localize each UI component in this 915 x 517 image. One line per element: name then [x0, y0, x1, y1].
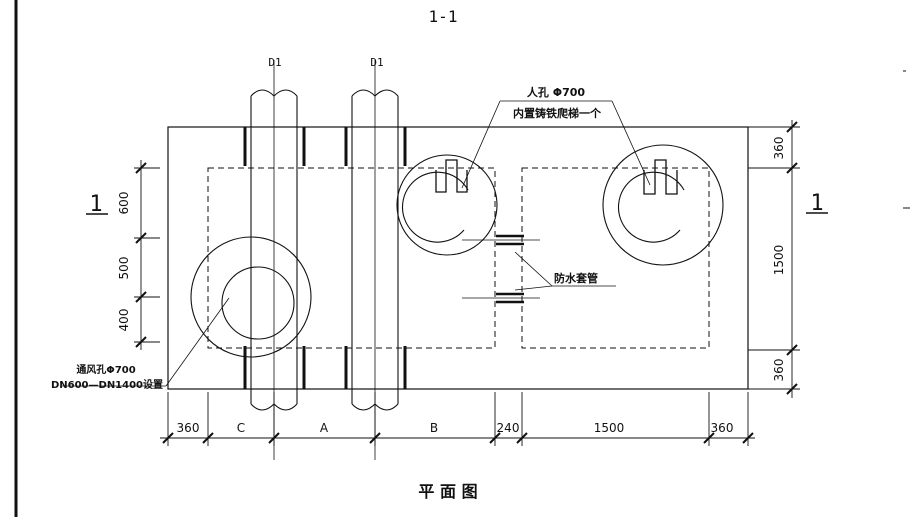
dim-right-1500: 1500 [772, 245, 786, 276]
waterproof-sleeves [462, 234, 540, 304]
svg-text:DN600—DN1400设置: DN600—DN1400设置 [51, 378, 163, 391]
dim-bottom-1500: 1500 [594, 421, 625, 435]
dim-bottom-b: B [430, 421, 438, 435]
dim-bottom-240: 240 [497, 421, 520, 435]
section-cut-left: 1 [86, 192, 108, 217]
wall-penetrations [243, 127, 407, 389]
dim-bottom-360-left: 360 [177, 421, 200, 435]
vent-hole [190, 236, 312, 358]
svg-text:1: 1 [89, 192, 102, 217]
vent-note: 通风孔Φ700 DN600—DN1400设置 [51, 297, 230, 391]
dim-right-360-top: 360 [772, 137, 786, 160]
dim-left-600: 600 [117, 192, 131, 215]
dim-bottom-c: C [237, 421, 245, 435]
dim-chain-bottom [160, 392, 755, 446]
manhole-right [602, 144, 724, 266]
svg-text:1: 1 [810, 191, 823, 216]
section-cut-right: 1 [806, 191, 828, 216]
section-title: 1-1 [429, 7, 458, 26]
chamber-right-dashed [521, 167, 710, 349]
dim-bottom-a: A [320, 421, 329, 435]
dim-bottom-360-right: 360 [711, 421, 734, 435]
svg-text:防水套管: 防水套管 [554, 271, 598, 285]
dim-chain-left [134, 160, 160, 350]
dim-chain-right [748, 120, 800, 398]
manhole-note: 人孔 Φ700 内置铸铁爬梯一个 [461, 85, 651, 189]
manhole-left [396, 154, 498, 256]
pipe-label-right: D1 [370, 56, 383, 69]
pipe-label-left: D1 [268, 56, 281, 69]
slab-outline [167, 126, 749, 390]
svg-text:内置铸铁爬梯一个: 内置铸铁爬梯一个 [513, 106, 602, 120]
dim-right-360-bottom: 360 [772, 359, 786, 382]
svg-text:通风孔Φ700: 通风孔Φ700 [76, 363, 135, 376]
sleeve-note: 防水套管 [514, 251, 616, 291]
dim-left-400: 400 [117, 309, 131, 332]
svg-text:人孔 Φ700: 人孔 Φ700 [527, 85, 585, 99]
dim-left-500: 500 [117, 257, 131, 280]
plan-title: 平 面 图 [418, 482, 477, 501]
